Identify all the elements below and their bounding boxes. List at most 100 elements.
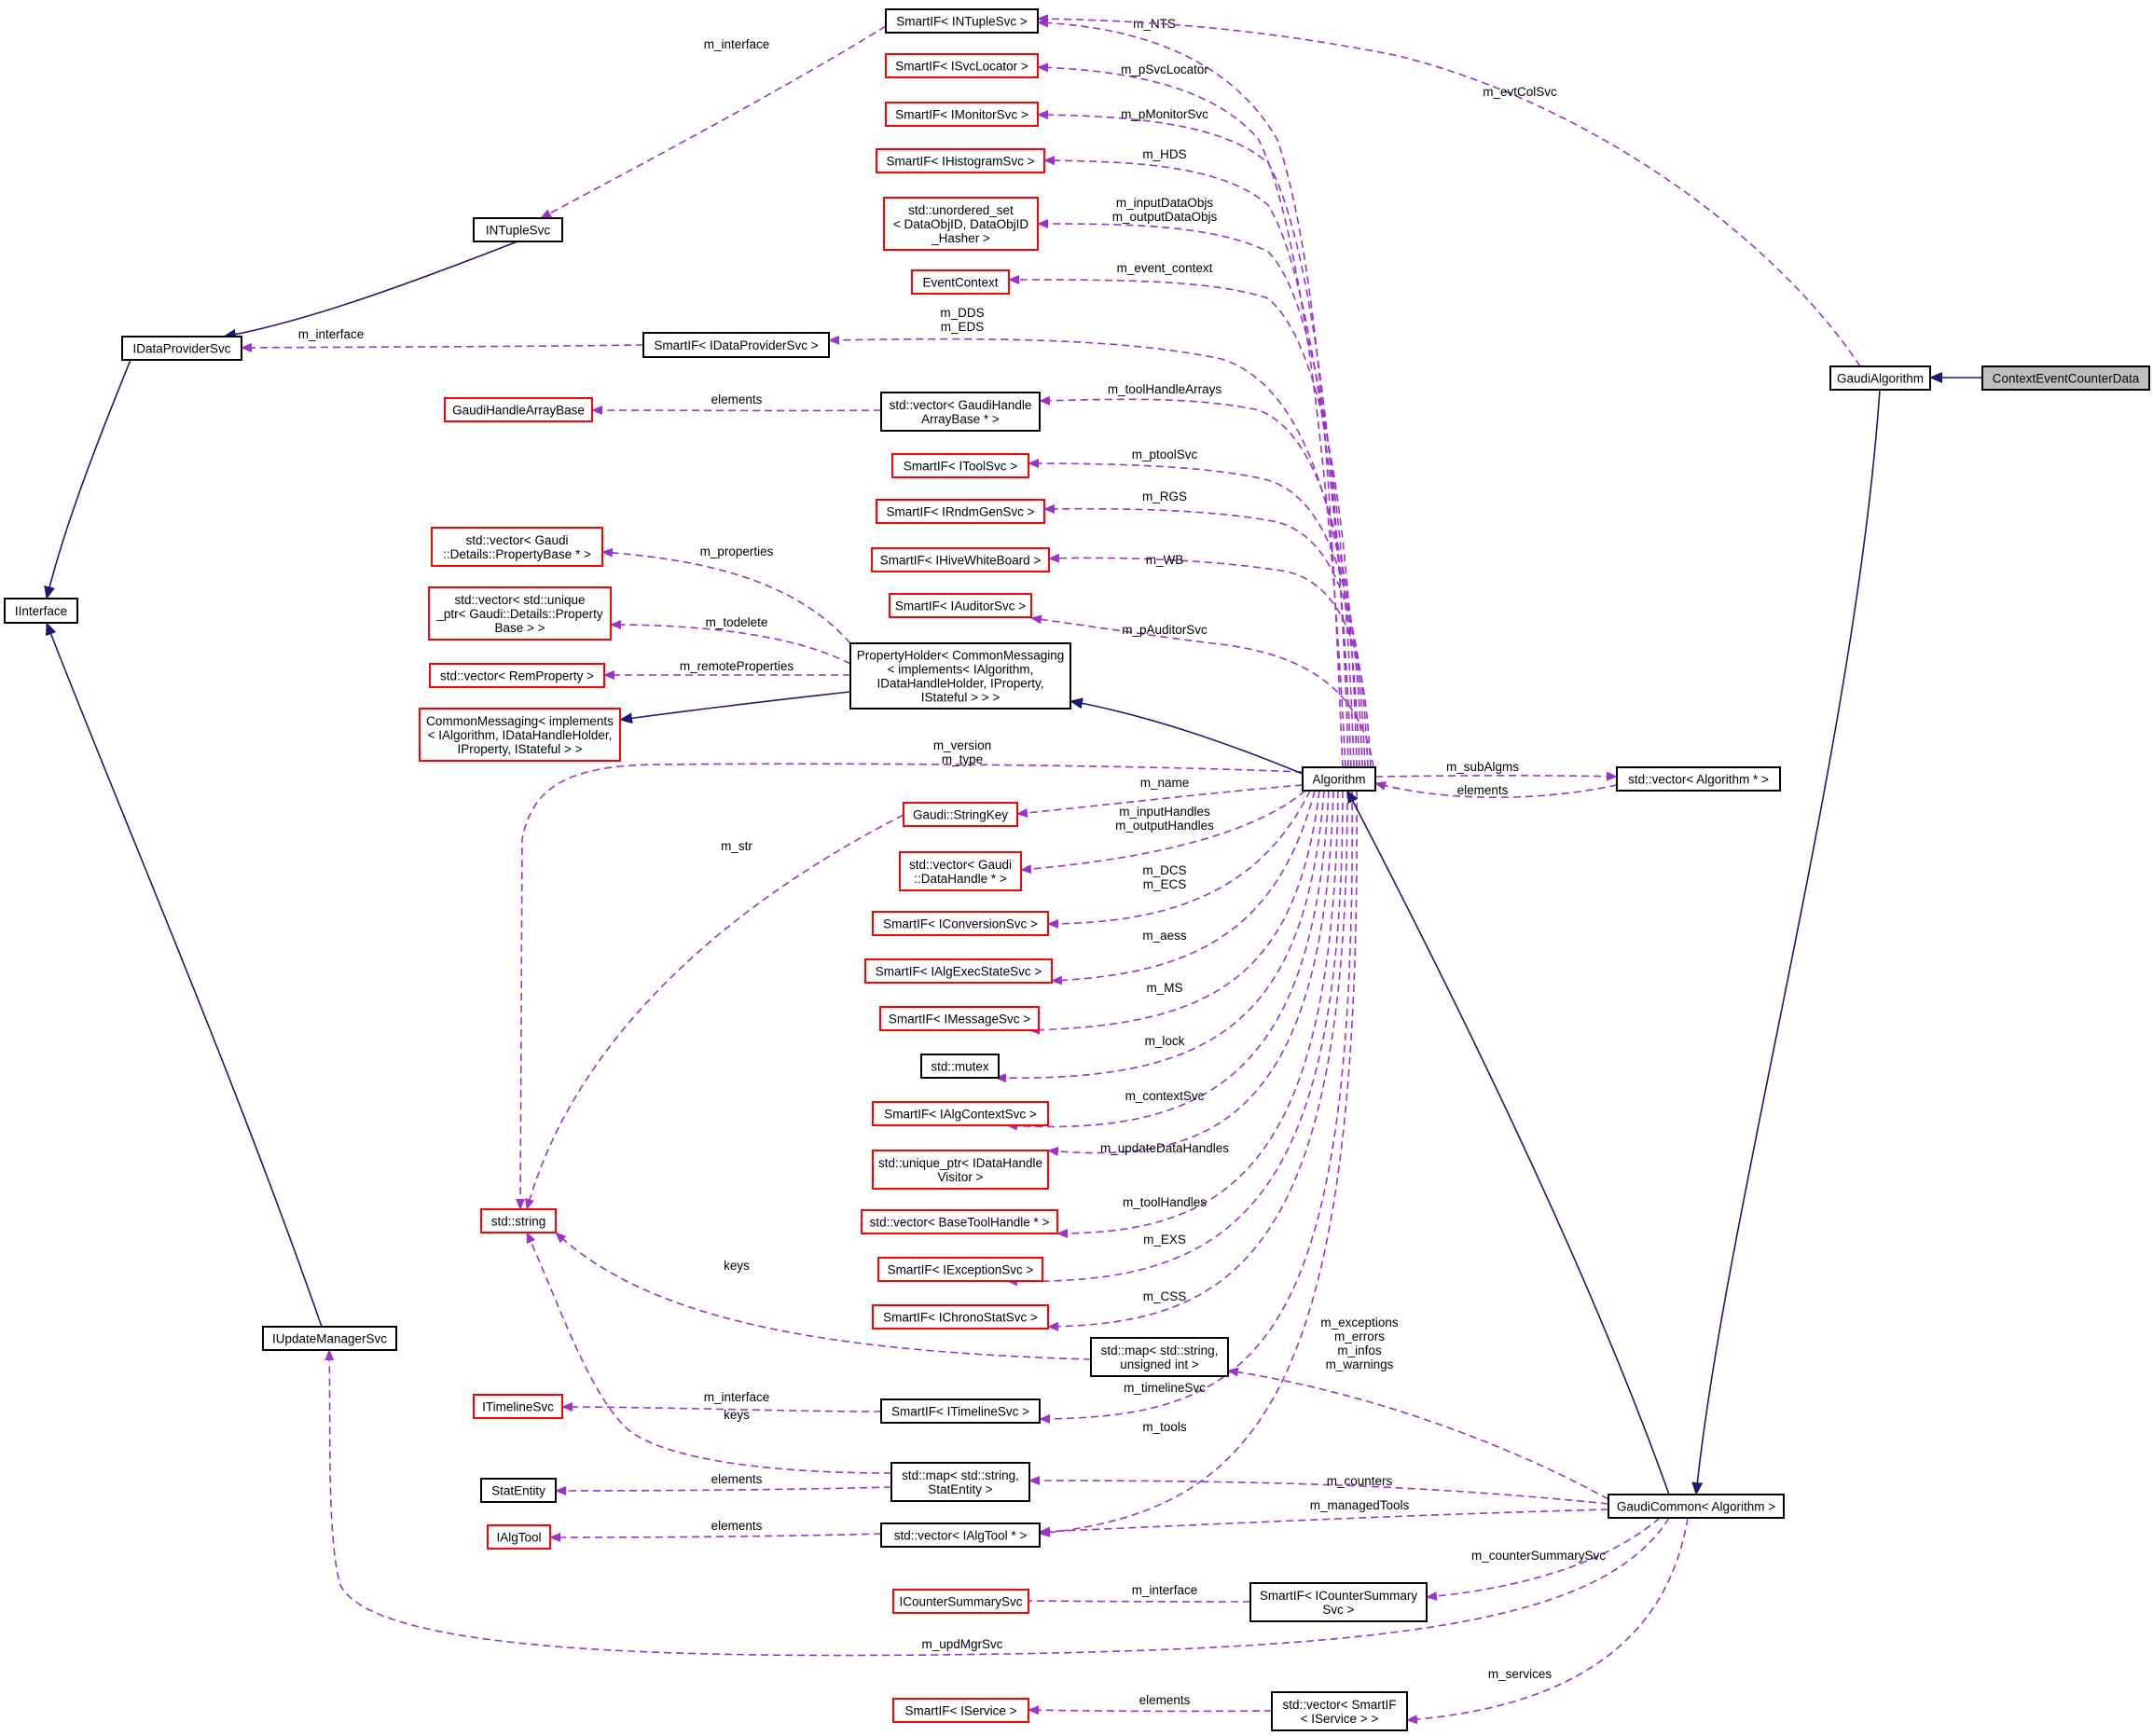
class-node-box [861, 1209, 1058, 1234]
class-node-smart-ichrono-stat-svc[interactable]: SmartIF< IChronoStatSvc > [872, 1304, 1049, 1330]
class-node-smart-ialg-context-svc[interactable]: SmartIF< IAlgContextSvc > [872, 1101, 1049, 1126]
class-node-box [911, 269, 1010, 295]
class-node-gaudi-handle-array-base[interactable]: GaudiHandleArrayBase [444, 397, 593, 422]
class-node-vec-base-tool-handle[interactable]: std::vector< BaseToolHandle * > [861, 1209, 1058, 1234]
usage-edge-path [1028, 1705, 1273, 1715]
class-node-box [431, 527, 603, 567]
edge-label: m_type [942, 752, 983, 766]
edge-iupdate-manager-svc [46, 622, 323, 1328]
class-node-map-string-uint[interactable]: std::map< std::string,unsigned int > [1090, 1337, 1229, 1377]
class-node-context-event-counter-data[interactable]: ContextEventCounterData [1981, 365, 2150, 391]
class-node-label: SmartIF< IHiveWhiteBoard > [880, 554, 1042, 568]
class-node-smart-imessage-svc[interactable]: SmartIF< IMessageSvc > [879, 1006, 1040, 1031]
edge-label: m_warnings [1326, 1357, 1394, 1371]
class-node-box [864, 958, 1053, 984]
class-node-smart-iexception-svc[interactable]: SmartIF< IExceptionSvc > [877, 1257, 1043, 1282]
edge-label: m_pAuditorSvc [1122, 623, 1208, 637]
class-node-vec-property-base[interactable]: std::vector< Gaudi::Details::PropertyBas… [431, 527, 603, 567]
class-node-event-context[interactable]: EventContext [911, 269, 1010, 295]
class-node-smart-ihive-white-board[interactable]: SmartIF< IHiveWhiteBoard > [871, 547, 1050, 572]
edge-sub-algms: m_subAlgms [1374, 760, 1618, 781]
edge-wb: m_WB [1048, 553, 1372, 768]
class-node-label: Visitor > [938, 1170, 984, 1184]
class-node-smart-idata-provider-svc[interactable]: SmartIF< IDataProviderSvc > [642, 332, 830, 358]
class-node-box [892, 1589, 1029, 1614]
edge-label: m_name [1140, 776, 1190, 790]
class-node-stat-entity[interactable]: StatEntity [480, 1478, 557, 1503]
class-node-box [1608, 1494, 1785, 1519]
class-node-smart-intuple-svc[interactable]: SmartIF< INTupleSvc > [885, 8, 1039, 34]
class-node-unordered-set[interactable]: std::unordered_set< DataObjID, DataObjID… [883, 197, 1039, 251]
usage-edge-path [1016, 784, 1304, 818]
class-node-smart-icounter-summary-svc[interactable]: SmartIF< ICounterSummarySvc > [1249, 1582, 1428, 1622]
class-node-string-key[interactable]: Gaudi::StringKey [903, 802, 1018, 827]
edge-hds: m_HDS [1043, 147, 1352, 768]
edge-managed-tools: m_managedTools [1039, 1498, 1609, 1536]
class-node-gaudi-common[interactable]: GaudiCommon< Algorithm > [1608, 1494, 1785, 1519]
usage-edge-path [526, 1232, 892, 1474]
class-node-smart-iauditor-svc[interactable]: SmartIF< IAuditorSvc > [889, 593, 1032, 618]
class-node-vec-unique-ptr[interactable]: std::vector< std::unique_ptr< Gaudi::Det… [428, 586, 612, 641]
edge-remote-properties: m_remoteProperties [603, 659, 851, 680]
class-node-box [885, 53, 1039, 78]
class-node-iupdate-manager-svc[interactable]: IUpdateManagerSvc [262, 1326, 397, 1351]
class-node-idata-provider-svc[interactable]: IDataProviderSvc [121, 336, 242, 361]
class-node-box [1616, 766, 1781, 792]
class-node-label: std::vector< IAlgTool * > [894, 1529, 1028, 1543]
class-node-label: SmartIF< IExceptionSvc > [888, 1263, 1034, 1277]
class-node-vec-rem-property[interactable]: std::vector< RemProperty > [429, 663, 605, 688]
edge-idata-provider-svc [44, 359, 131, 599]
edge-services: m_services [1406, 1517, 1689, 1725]
class-node-vec-ialg-tool[interactable]: std::vector< IAlgTool * > [880, 1522, 1041, 1548]
class-node-smart-irndm-gen-svc[interactable]: SmartIF< IRndmGenSvc > [876, 499, 1045, 524]
class-node-ialg-tool[interactable]: IAlgTool [487, 1524, 551, 1550]
class-node-label: Svc > [1322, 1603, 1354, 1617]
class-node-smart-isvc-locator[interactable]: SmartIF< ISvcLocator > [885, 53, 1039, 78]
edge-label: m_toolHandles [1123, 1195, 1207, 1209]
class-node-vec-gaudi-handle-array-base[interactable]: std::vector< GaudiHandleArrayBase * > [880, 392, 1041, 432]
class-node-label: SmartIF< IRndmGenSvc > [886, 505, 1034, 519]
class-node-vec-data-handle[interactable]: std::vector< Gaudi::DataHandle * > [899, 851, 1022, 891]
class-node-std-string[interactable]: std::string [480, 1208, 557, 1233]
class-node-gaudi-algorithm[interactable]: GaudiAlgorithm [1829, 365, 1931, 391]
class-node-intuple-svc[interactable]: INTupleSvc [473, 217, 563, 242]
class-node-box [890, 1462, 1030, 1502]
class-node-label: std::unordered_set [908, 203, 1014, 217]
class-node-box [899, 851, 1022, 891]
edge-map-keys: keys [555, 1232, 1092, 1360]
edge-label: m_interface [1132, 1583, 1198, 1597]
class-node-smart-itimeline-svc[interactable]: SmartIF< ITimelineSvc > [880, 1398, 1041, 1424]
class-node-smart-ihistogram-svc[interactable]: SmartIF< IHistogramSvc > [876, 148, 1045, 173]
class-node-label: IInterface [15, 604, 67, 618]
class-node-label: ::DataHandle * > [914, 872, 1007, 886]
edge-label: m_lock [1145, 1034, 1185, 1048]
class-node-smart-iservice[interactable]: SmartIF< IService > [892, 1698, 1029, 1723]
edge-label: m_outputDataObjs [1112, 210, 1218, 224]
usage-edge-path [525, 814, 904, 1210]
class-node-vec-smart-iservice[interactable]: std::vector< SmartIF< IService > > [1271, 1691, 1408, 1731]
class-node-map-string-stat-entity[interactable]: std::map< std::string,StatEntity > [890, 1462, 1030, 1502]
edge-label: m_interface [298, 327, 365, 341]
class-node-label: SmartIF< IService > [904, 1704, 1016, 1718]
class-node-smart-iconversion-svc[interactable]: SmartIF< IConversionSvc > [872, 911, 1049, 936]
class-node-property-holder[interactable]: PropertyHolder< CommonMessaging< impleme… [849, 642, 1071, 710]
class-node-iinterface[interactable]: IInterface [4, 598, 78, 624]
class-node-smart-ialg-exec-state-svc[interactable]: SmartIF< IAlgExecStateSvc > [864, 958, 1053, 984]
class-node-icounter-summary-svc[interactable]: ICounterSummarySvc [892, 1589, 1029, 1614]
usage-edge-path [1017, 1596, 1251, 1606]
class-node-itimeline-svc[interactable]: ITimelineSvc [473, 1394, 563, 1419]
class-node-algorithm[interactable]: Algorithm [1302, 766, 1376, 792]
class-node-smart-itool-svc[interactable]: SmartIF< IToolSvc > [891, 453, 1029, 478]
class-node-common-messaging[interactable]: CommonMessaging< implements< IAlgorithm,… [419, 708, 621, 762]
class-node-vec-algorithm[interactable]: std::vector< Algorithm * > [1616, 766, 1781, 792]
class-node-label: SmartIF< IMessageSvc > [889, 1013, 1030, 1026]
class-node-std-mutex[interactable]: std::mutex [920, 1054, 1000, 1079]
class-node-label: IAlgTool [496, 1531, 541, 1545]
usage-edge-path [1039, 1509, 1609, 1536]
class-node-smart-imonitor-svc[interactable]: SmartIF< IMonitorSvc > [885, 102, 1039, 127]
edge-label: m_toolHandleArrays [1108, 382, 1222, 396]
edge-str: m_str [525, 814, 904, 1210]
edge-label: elements [711, 1519, 763, 1533]
